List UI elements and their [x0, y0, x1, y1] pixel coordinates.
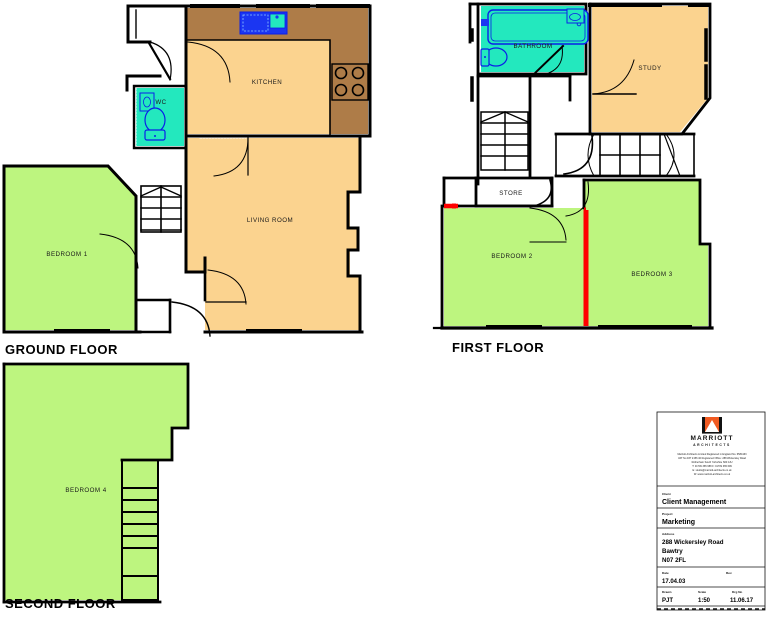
red-highlight-walls [444, 203, 589, 326]
room-bedroom3-fill [584, 180, 708, 326]
room-label-store: STORE [499, 190, 522, 197]
practice-fineprint-1: VAT No 937 2156 40 Registered Office: 28… [678, 457, 747, 460]
address-line-1: 288 Wickersley Road [662, 539, 724, 546]
wc-basin-icon [139, 92, 155, 112]
field-value-scale: 1:50 [698, 598, 711, 604]
bathroom-basin-icon [566, 8, 585, 24]
room-label-kitchen: KITCHEN [252, 79, 282, 86]
room-label-bedroom4: BEDROOM 4 [65, 487, 106, 494]
field-key-project: Project [662, 512, 673, 516]
room-label-bedroom3: BEDROOM 3 [631, 271, 672, 278]
room-label-wc: WC [155, 99, 166, 106]
field-key-date: Date [662, 571, 669, 575]
field-key-scale: Scale [698, 590, 706, 594]
floor-label-ground: GROUND FLOOR [5, 342, 118, 357]
first-floor-plan: BATHROOM STUDY STORE BEDROOM 2 BEDROOM 3… [432, 2, 714, 355]
practice-fineprint-3: T: 01709 365 688 F: 01709 365 699 [692, 465, 732, 468]
room-store-fill [478, 180, 550, 206]
practice-fineprint-2: Rotherham South Yorkshire S60 4JU [692, 461, 733, 464]
room-label-bedroom1: BEDROOM 1 [46, 251, 87, 258]
staircase-second [121, 459, 159, 601]
practice-name: MARRIOTT [690, 435, 733, 442]
title-block-frame [656, 411, 766, 611]
room-kitchen-fill [186, 40, 330, 134]
practice-fineprint-0: Marriott Architects Limited Registered i… [677, 453, 747, 456]
room-label-living: LIVING ROOM [247, 217, 293, 224]
room-label-study: STUDY [638, 65, 661, 72]
room-bedroom4-fill [5, 364, 188, 600]
field-key-client: Client [662, 492, 671, 496]
second-floor-walls [2, 362, 190, 604]
bedroom4-stair-fill [122, 460, 158, 600]
floor-label-first: FIRST FLOOR [452, 340, 544, 355]
practice-logo-icon [702, 417, 722, 434]
field-value-date: 17.04.03 [662, 579, 686, 585]
room-bedroom1-fill [4, 166, 136, 330]
field-key-drawn: Drawn [662, 590, 672, 594]
room-living-fill [186, 138, 360, 330]
staircase-ground [140, 185, 182, 233]
ground-floor-plan: KITCHEN WC LIVING ROOM BEDROOM 1 GROUND … [2, 4, 372, 357]
room-label-bedroom2: BEDROOM 2 [491, 253, 532, 260]
kitchen-hob-icon [331, 63, 369, 101]
second-floor-plan: BEDROOM 4 SECOND FLOOR [2, 362, 190, 611]
room-label-bathroom: BATHROOM [514, 43, 553, 50]
field-value-client: Client Management [662, 499, 727, 506]
first-floor-walls [432, 2, 714, 330]
field-key-address: Address [662, 532, 675, 536]
staircase-first-down [480, 111, 529, 171]
bathroom-toilet-icon [480, 47, 508, 67]
ground-floor-walls [2, 4, 372, 337]
address-line-3: N07 2FL [662, 557, 686, 564]
practice-fineprint-5: W: www.marriott-architects.co.uk [694, 473, 731, 476]
room-study-fill [592, 6, 708, 132]
kitchen-sink-icon [239, 11, 288, 35]
title-block: MARRIOTT ARCHITECTS Marriott Architects … [656, 411, 766, 611]
practice-fineprint-4: E: studio@marriott-architects.co.uk [693, 469, 733, 472]
address-line-2: Bawtry [662, 548, 683, 555]
room-bedroom2-fill [444, 208, 584, 326]
bath-icon [481, 9, 589, 45]
practice-subtitle: ARCHITECTS [693, 443, 731, 447]
field-value-project: Marketing [662, 519, 695, 526]
field-value-drawing-number: 11.06.17 [730, 598, 754, 604]
field-key-drawing-number: Drg No [732, 590, 742, 594]
staircase-first-up [554, 132, 696, 178]
field-key-rev: Rev [726, 571, 732, 575]
wc-toilet-icon [144, 107, 166, 141]
field-value-drawn: PJT [662, 598, 673, 604]
floor-label-second: SECOND FLOOR [5, 596, 116, 611]
